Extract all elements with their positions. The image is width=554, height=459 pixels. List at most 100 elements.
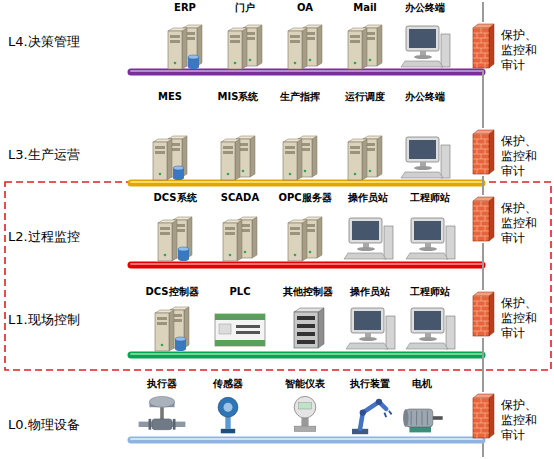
device-label: ERP bbox=[155, 2, 215, 14]
device-label: 门户 bbox=[215, 2, 275, 14]
server-top bbox=[288, 220, 307, 223]
brick-line bbox=[485, 139, 486, 144]
server-side bbox=[312, 136, 317, 177]
icon-canvas bbox=[471, 392, 495, 440]
power-led bbox=[309, 251, 312, 254]
controller-front bbox=[294, 312, 318, 348]
bus-highlight bbox=[131, 438, 482, 440]
device-node: MIS系统 bbox=[208, 91, 268, 181]
brick-line bbox=[485, 433, 486, 438]
brick-line bbox=[481, 38, 482, 43]
device-node: 工程师站 bbox=[400, 286, 460, 352]
brick-line bbox=[485, 169, 486, 174]
firewall-top bbox=[473, 292, 494, 296]
device-node: 操作员站 bbox=[338, 192, 398, 262]
firewall-top bbox=[473, 394, 494, 398]
monitor-frame bbox=[406, 26, 439, 51]
device-icon bbox=[158, 217, 192, 261]
power-led bbox=[249, 59, 252, 62]
server-top bbox=[303, 217, 322, 220]
brick-line bbox=[477, 311, 478, 316]
server-top bbox=[228, 28, 247, 31]
device-node: 执行装置 bbox=[340, 378, 400, 436]
keyboard bbox=[401, 61, 443, 67]
brick-line bbox=[477, 43, 478, 48]
brick-line bbox=[481, 48, 482, 53]
power-led bbox=[309, 59, 312, 62]
power-led bbox=[294, 254, 297, 257]
icon-canvas bbox=[140, 104, 200, 181]
brick-line bbox=[481, 231, 482, 236]
brick-line bbox=[481, 154, 482, 159]
drive-bay bbox=[225, 232, 235, 235]
power-led bbox=[174, 62, 177, 65]
firewall-side bbox=[489, 130, 494, 174]
monitor-base bbox=[414, 55, 432, 59]
power-led bbox=[227, 173, 230, 176]
brick-line bbox=[477, 206, 478, 211]
brick-line bbox=[477, 321, 478, 326]
backbone-line bbox=[482, 2, 484, 22]
brick-line bbox=[477, 226, 478, 231]
firewall-side bbox=[489, 24, 494, 68]
server-front bbox=[288, 223, 302, 261]
device-label: MES bbox=[140, 91, 200, 103]
device-icon bbox=[221, 136, 255, 180]
brick-line bbox=[473, 216, 489, 217]
plc-panel bbox=[219, 324, 231, 334]
drive-bay bbox=[225, 227, 235, 230]
device-icon bbox=[344, 218, 393, 259]
icon-canvas bbox=[270, 104, 330, 181]
icon-canvas bbox=[395, 15, 455, 70]
brick-line bbox=[485, 301, 486, 306]
brick-line bbox=[473, 33, 489, 34]
server-top bbox=[236, 136, 255, 139]
icon-canvas bbox=[340, 299, 400, 352]
backbone-connector bbox=[482, 176, 484, 195]
icon-canvas bbox=[210, 299, 270, 352]
database-bottom bbox=[175, 347, 186, 351]
database-top bbox=[178, 247, 189, 251]
server-top bbox=[303, 25, 322, 28]
pc-tower bbox=[441, 34, 450, 67]
firewall-node: 保护、监控和审计 bbox=[471, 290, 553, 338]
controller-slot bbox=[297, 340, 315, 344]
brick-line bbox=[473, 311, 489, 312]
server-front bbox=[158, 223, 172, 261]
brick-line bbox=[485, 331, 486, 336]
brick-line bbox=[477, 53, 478, 58]
firewall-top bbox=[473, 24, 494, 28]
robot-joint bbox=[360, 409, 366, 415]
monitor-screen bbox=[409, 140, 436, 159]
server-side bbox=[297, 139, 302, 180]
server-front bbox=[168, 31, 182, 69]
brick-line bbox=[473, 139, 489, 140]
server-front bbox=[155, 313, 169, 351]
device-label: 电机 bbox=[392, 378, 452, 390]
firewall-label: 保护、监控和审计 bbox=[501, 296, 548, 341]
brick-line bbox=[481, 408, 482, 413]
device-icon bbox=[218, 397, 238, 433]
device-icon bbox=[346, 308, 395, 349]
brick-line bbox=[473, 63, 489, 64]
server-top bbox=[221, 139, 240, 142]
device-icon bbox=[168, 25, 202, 69]
power-led bbox=[161, 344, 164, 347]
server-top bbox=[168, 136, 187, 139]
drive-bay bbox=[290, 227, 300, 230]
device-label: 办公终端 bbox=[395, 2, 455, 14]
icon-canvas bbox=[338, 205, 398, 262]
device-node: Mail bbox=[335, 2, 395, 70]
brick-line bbox=[485, 236, 486, 241]
brick-line bbox=[485, 216, 486, 221]
monitor-frame bbox=[411, 218, 444, 243]
device-icon bbox=[228, 25, 262, 69]
brick-line bbox=[477, 33, 478, 38]
brick-line bbox=[485, 403, 486, 408]
power-led bbox=[229, 254, 232, 257]
server-front bbox=[348, 31, 362, 69]
brick-line bbox=[473, 206, 489, 207]
server-top bbox=[158, 220, 177, 223]
power-led bbox=[354, 173, 357, 176]
device-label: SCADA bbox=[210, 192, 270, 204]
